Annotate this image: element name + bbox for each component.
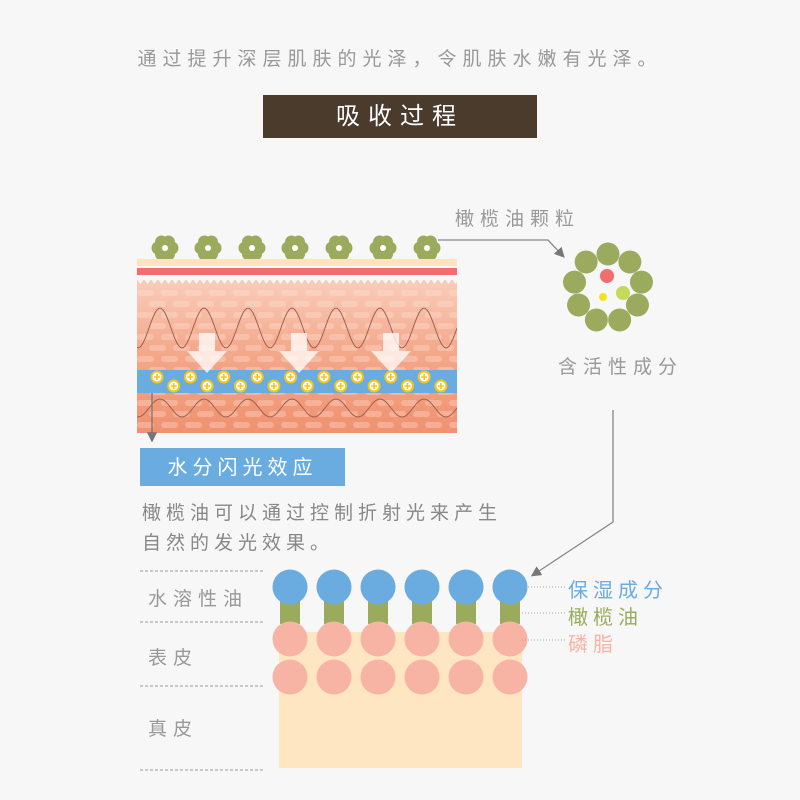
flower-icon	[413, 235, 441, 261]
olive-particle-label: 橄榄油颗粒	[455, 208, 581, 230]
sparkle-icon	[417, 370, 431, 384]
down-arrow-icon	[187, 333, 227, 373]
sparkle-icon	[167, 379, 181, 393]
particle-cluster	[563, 242, 653, 332]
section-title: 吸收过程	[263, 95, 537, 138]
olive-particle	[567, 293, 591, 317]
component-label-phospholipid: 磷脂	[568, 632, 618, 656]
olive-flower-row	[151, 235, 441, 261]
red-strip	[137, 268, 457, 275]
pointer-arrow-icon	[438, 239, 565, 258]
sparkle-icon	[200, 379, 214, 393]
sparkle-icon	[250, 370, 264, 384]
sparkle-icon	[367, 379, 381, 393]
lipid-molecules	[272, 569, 528, 695]
sparkle-icon	[150, 370, 164, 384]
flower-icon	[369, 235, 397, 261]
dermis-block	[279, 632, 522, 768]
component-label-moisture: 保湿成分	[568, 578, 668, 602]
olive-particle	[618, 250, 642, 274]
intro-text: 通过提升深层肌肤的光泽，令肌肤水嫩有光泽。	[137, 48, 663, 70]
sparkle-icon	[183, 370, 197, 384]
olive-particle	[563, 270, 587, 294]
sparkle-icon	[350, 370, 364, 384]
description-line: 橄榄油可以通过控制折射光来产生	[142, 502, 503, 524]
layer-label-dermis: 真皮	[148, 718, 199, 740]
sparkle-icon	[334, 379, 348, 393]
sparkle-icon	[234, 379, 247, 393]
flash-effect-label: 水分闪光效应	[140, 448, 345, 486]
olive-particle	[625, 293, 649, 317]
sparkle-icon	[384, 370, 398, 384]
layer-label-epidermis: 表皮	[148, 647, 199, 669]
component-label-olive-oil: 橄榄油	[568, 605, 643, 629]
down-arrow-icon	[371, 333, 411, 373]
flower-icon	[281, 235, 309, 261]
sparkle-icon	[267, 379, 281, 393]
sparkle-icon	[217, 370, 231, 384]
description-line: 自然的发光效果。	[142, 532, 335, 554]
active-ingredient-label: 含活性成分	[558, 356, 684, 378]
layer-label-water-oil: 水溶性油	[148, 588, 249, 610]
sparkle-icon	[317, 370, 331, 384]
surface-strip	[137, 259, 457, 266]
sparkle-icon	[401, 379, 414, 393]
down-arrow-icon	[279, 333, 319, 373]
flower-icon	[194, 235, 222, 261]
flower-icon	[238, 235, 266, 261]
olive-particle	[584, 308, 608, 332]
olive-particle	[574, 250, 598, 274]
olive-particle	[629, 270, 653, 294]
olive-particle	[608, 308, 632, 332]
olive-particle	[596, 242, 620, 266]
flower-icon	[151, 235, 179, 261]
skin-cross-section	[137, 280, 457, 433]
flower-icon	[325, 235, 353, 261]
sparkle-icon	[284, 370, 298, 384]
sparkle-icon	[300, 379, 314, 393]
pointer-arrow-icon	[530, 410, 614, 577]
sparkle-icon	[434, 379, 448, 393]
